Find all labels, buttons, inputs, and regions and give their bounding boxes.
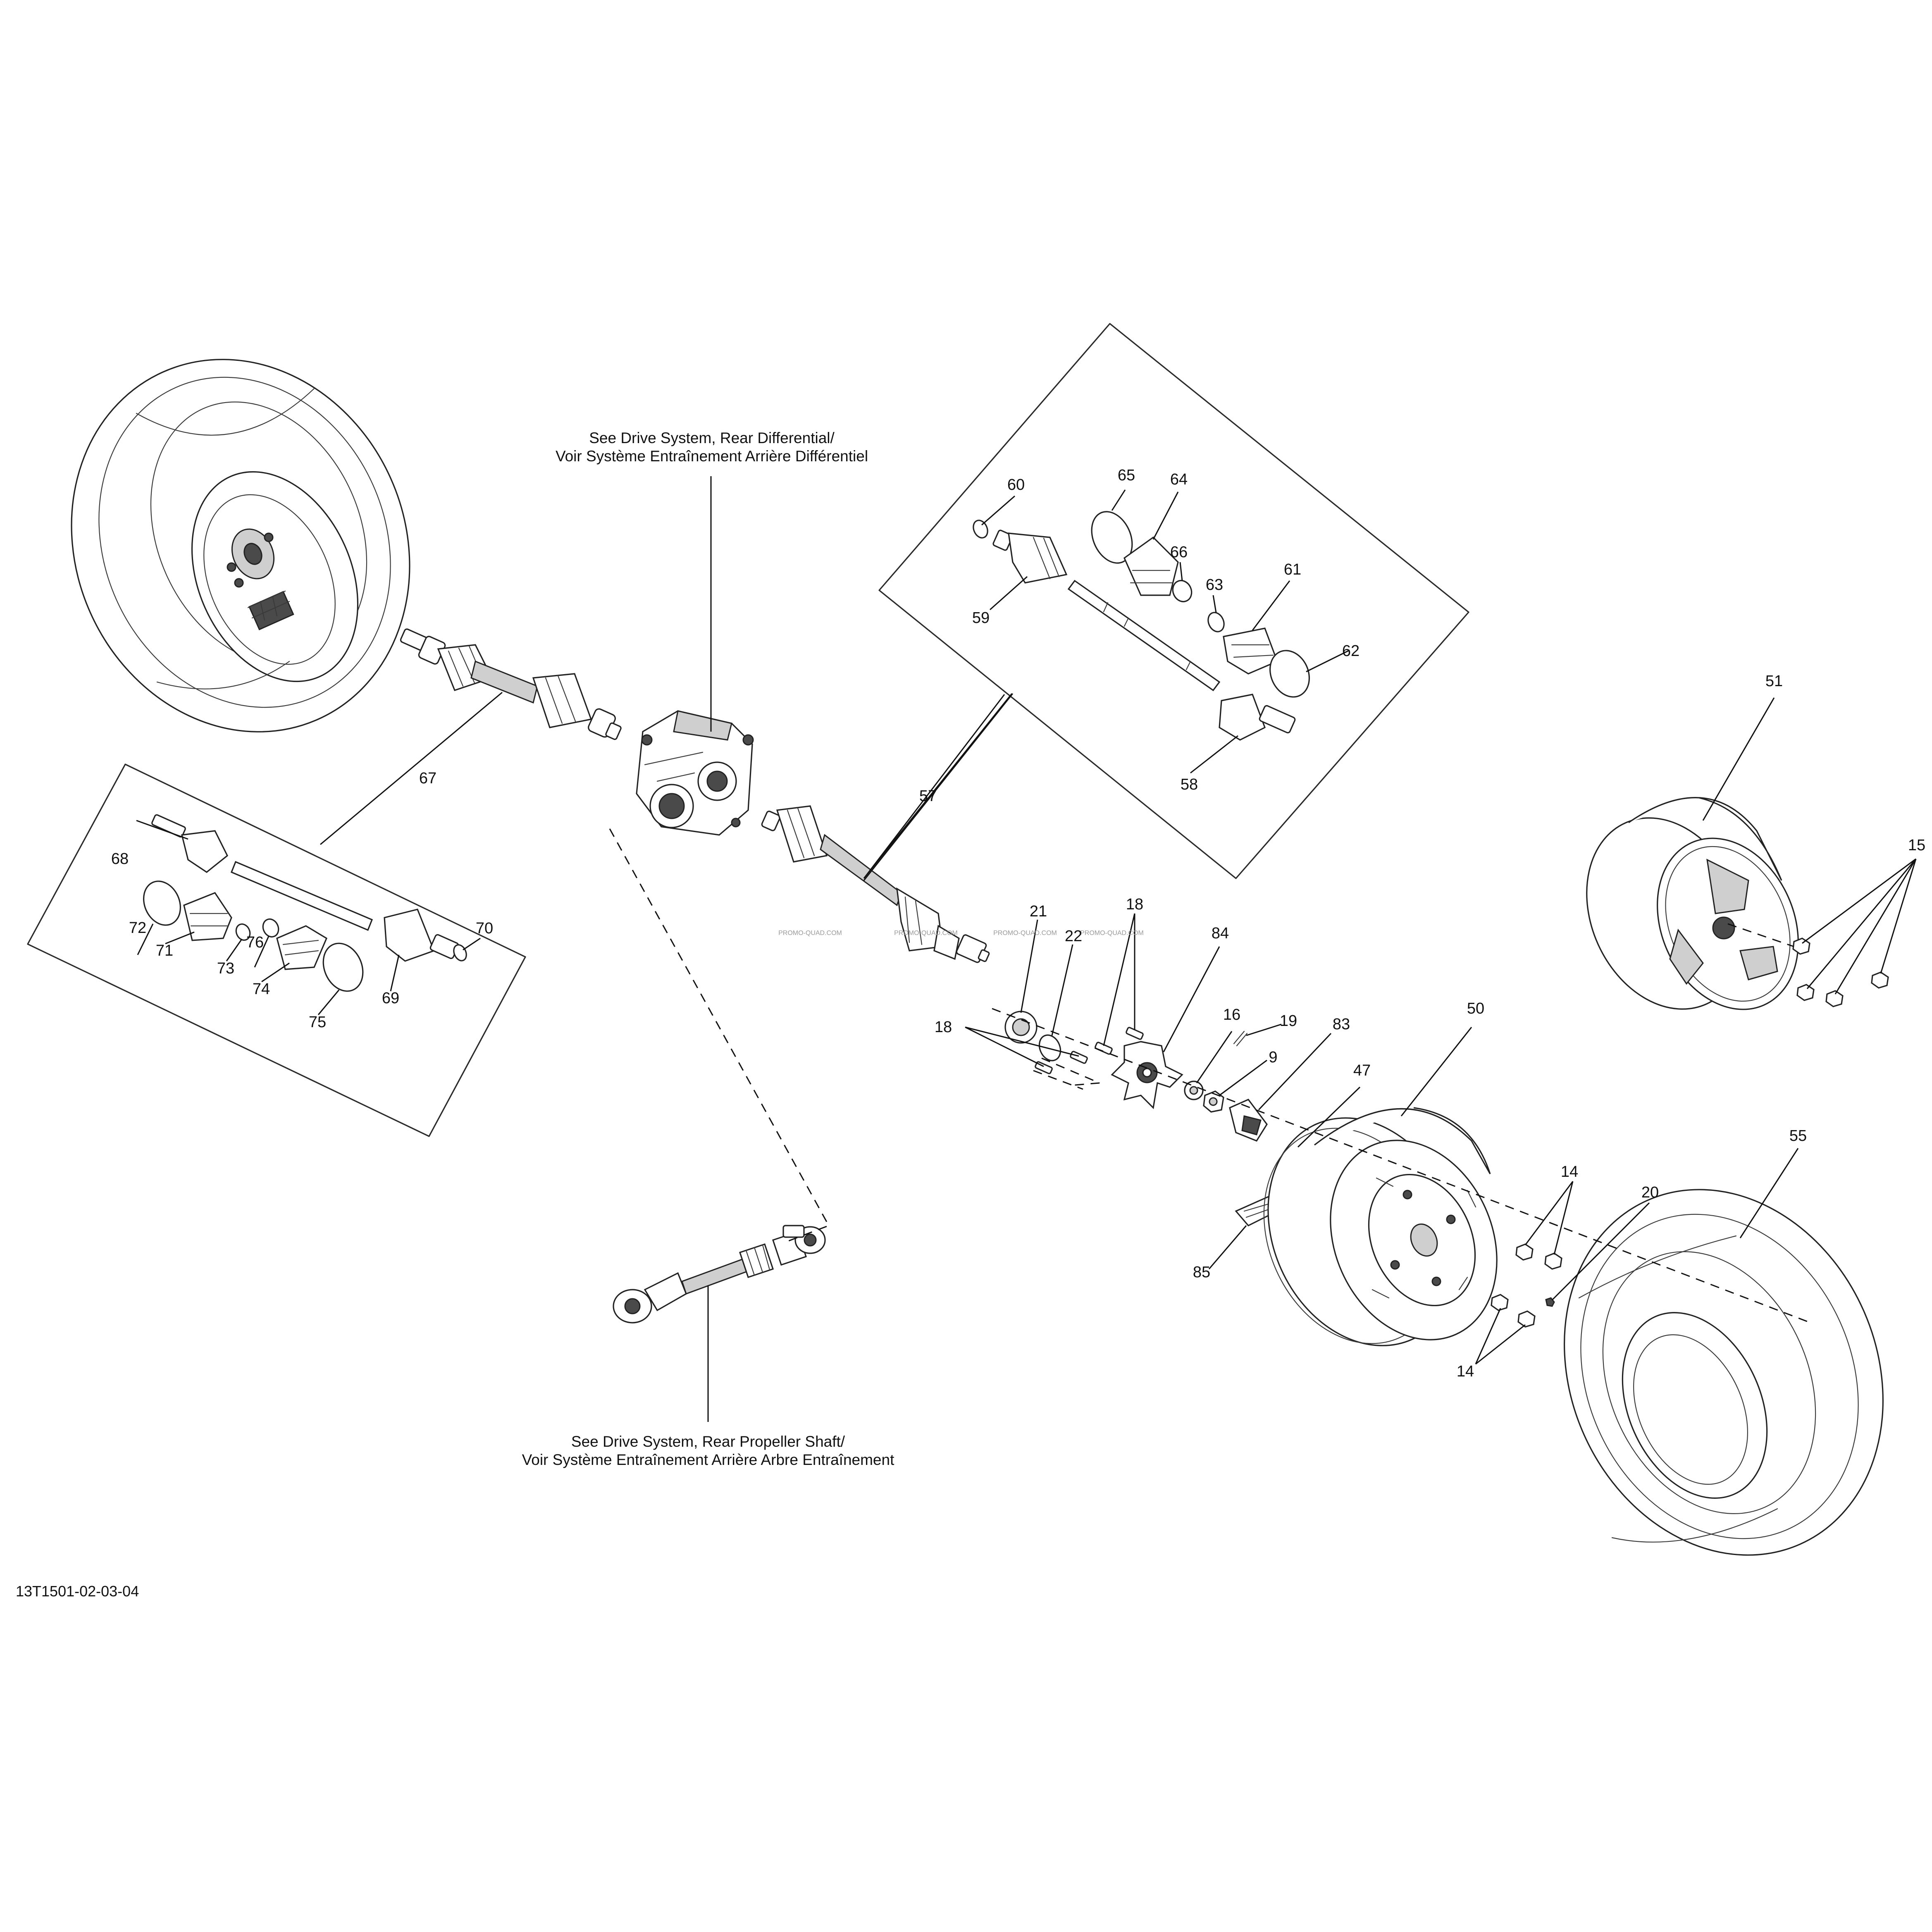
callout-55: 55 xyxy=(1789,1127,1807,1145)
watermark-3: PROMO-QUAD.COM xyxy=(993,930,1057,937)
callout-19: 19 xyxy=(1280,1012,1297,1030)
part-63-clamp xyxy=(1207,612,1225,632)
alloy-wheel-51 xyxy=(1586,797,1799,1010)
part-65-clamp xyxy=(1091,511,1133,564)
lug-nuts-15 xyxy=(1792,937,1889,1007)
steel-wheel-50 xyxy=(1263,1107,1498,1346)
callout-18-lower: 18 xyxy=(935,1018,952,1036)
watermarks: PROMO-QUAD.COM PROMO-QUAD.COM PROMO-QUAD… xyxy=(778,930,1144,937)
callout-59: 59 xyxy=(972,609,990,627)
callout-51: 51 xyxy=(1765,673,1783,690)
part-84-hub xyxy=(1111,1041,1183,1109)
callout-64: 64 xyxy=(1170,471,1188,488)
left-drive-shaft xyxy=(400,628,622,740)
callout-60: 60 xyxy=(1007,476,1025,494)
part-64-boot xyxy=(1123,536,1179,596)
callout-66: 66 xyxy=(1170,544,1188,561)
part-59-outer-cv xyxy=(992,530,1068,584)
callout-numbers: 60 65 64 66 61 63 59 62 58 57 67 68 72 7… xyxy=(111,467,1925,1380)
part-70-clip xyxy=(453,944,467,961)
detail-box-67 xyxy=(27,763,526,1137)
callout-76: 76 xyxy=(246,934,264,951)
callout-14-lower: 14 xyxy=(1457,1363,1474,1380)
part-72-clamp xyxy=(143,880,181,926)
callout-47: 47 xyxy=(1353,1062,1371,1079)
part-66-clamp xyxy=(1172,580,1193,602)
callout-69: 69 xyxy=(382,990,399,1007)
callout-16: 16 xyxy=(1223,1006,1240,1023)
hub-parts xyxy=(1004,1011,1305,1226)
callout-73: 73 xyxy=(217,960,234,977)
part-60-clip xyxy=(973,520,988,539)
part-73-clamp xyxy=(235,923,251,941)
right-drive-shaft xyxy=(761,805,990,963)
callout-62: 62 xyxy=(1342,642,1360,660)
part-19-cotter-pin xyxy=(1233,1030,1248,1047)
wheel-hub-detail xyxy=(227,528,294,630)
watermark-2: PROMO-QUAD.COM xyxy=(894,930,958,937)
callout-65: 65 xyxy=(1118,467,1135,484)
callout-85: 85 xyxy=(1193,1264,1210,1281)
part-9-nut xyxy=(1203,1090,1224,1113)
note-propeller-shaft-line1: See Drive System, Rear Propeller Shaft/ xyxy=(571,1433,845,1450)
rear-propeller-shaft xyxy=(613,1225,826,1324)
part-57-axle-bar xyxy=(1067,580,1221,692)
part-74-boot xyxy=(276,925,328,970)
callout-84: 84 xyxy=(1212,925,1229,942)
leader-lines xyxy=(136,476,1917,1422)
part-75-clamp xyxy=(322,942,364,992)
part-61-boot xyxy=(1223,627,1278,675)
callout-15: 15 xyxy=(1908,837,1925,854)
document-id: 13T1501-02-03-04 xyxy=(16,1583,139,1600)
callout-61: 61 xyxy=(1284,561,1301,578)
callout-58: 58 xyxy=(1181,776,1198,793)
part-69-inner-cv xyxy=(384,909,459,962)
callout-70: 70 xyxy=(476,920,493,937)
part-22-ring xyxy=(1038,1034,1061,1061)
callout-57: 57 xyxy=(919,787,937,805)
part-83-cap xyxy=(1229,1099,1268,1142)
right-rear-tire xyxy=(1564,1189,1884,1556)
detail-box-57 xyxy=(878,323,1469,879)
part-18-studs-upper xyxy=(1095,1027,1144,1055)
part-71-boot xyxy=(183,892,232,941)
callout-74: 74 xyxy=(253,980,270,998)
callout-14-upper: 14 xyxy=(1561,1163,1578,1181)
callout-22: 22 xyxy=(1065,928,1082,945)
box57-parts xyxy=(973,511,1310,741)
box67-parts xyxy=(143,814,467,992)
part-axle-bar-box67 xyxy=(230,861,373,931)
callout-9: 9 xyxy=(1269,1049,1277,1066)
left-rear-tire xyxy=(71,359,410,732)
callout-83: 83 xyxy=(1333,1016,1350,1033)
callout-20: 20 xyxy=(1641,1184,1659,1201)
rear-differential-housing xyxy=(636,710,754,836)
lug-nuts-14 xyxy=(1491,1243,1562,1328)
watermark-4: PROMO-QUAD.COM xyxy=(1080,930,1144,937)
part-76-clamp xyxy=(262,918,279,937)
callout-50: 50 xyxy=(1467,1000,1484,1017)
watermark-1: PROMO-QUAD.COM xyxy=(778,930,842,937)
callout-72: 72 xyxy=(129,919,146,937)
note-rear-differential-line2: Voir Système Entraînement Arrière Différ… xyxy=(556,448,868,465)
callout-18-upper: 18 xyxy=(1126,896,1143,913)
callout-21: 21 xyxy=(1030,903,1047,920)
note-propeller-shaft-line2: Voir Système Entraînement Arrière Arbre … xyxy=(522,1451,894,1468)
callout-63: 63 xyxy=(1206,576,1223,594)
part-58-inner-cv xyxy=(1219,694,1296,741)
callout-75: 75 xyxy=(309,1014,326,1031)
callout-68: 68 xyxy=(111,850,129,868)
note-rear-differential-line1: See Drive System, Rear Differential/ xyxy=(589,429,835,446)
callout-67: 67 xyxy=(419,770,436,787)
part-68-outer-cv xyxy=(151,814,229,873)
part-62-clamp xyxy=(1269,650,1310,698)
callout-71: 71 xyxy=(156,942,173,959)
